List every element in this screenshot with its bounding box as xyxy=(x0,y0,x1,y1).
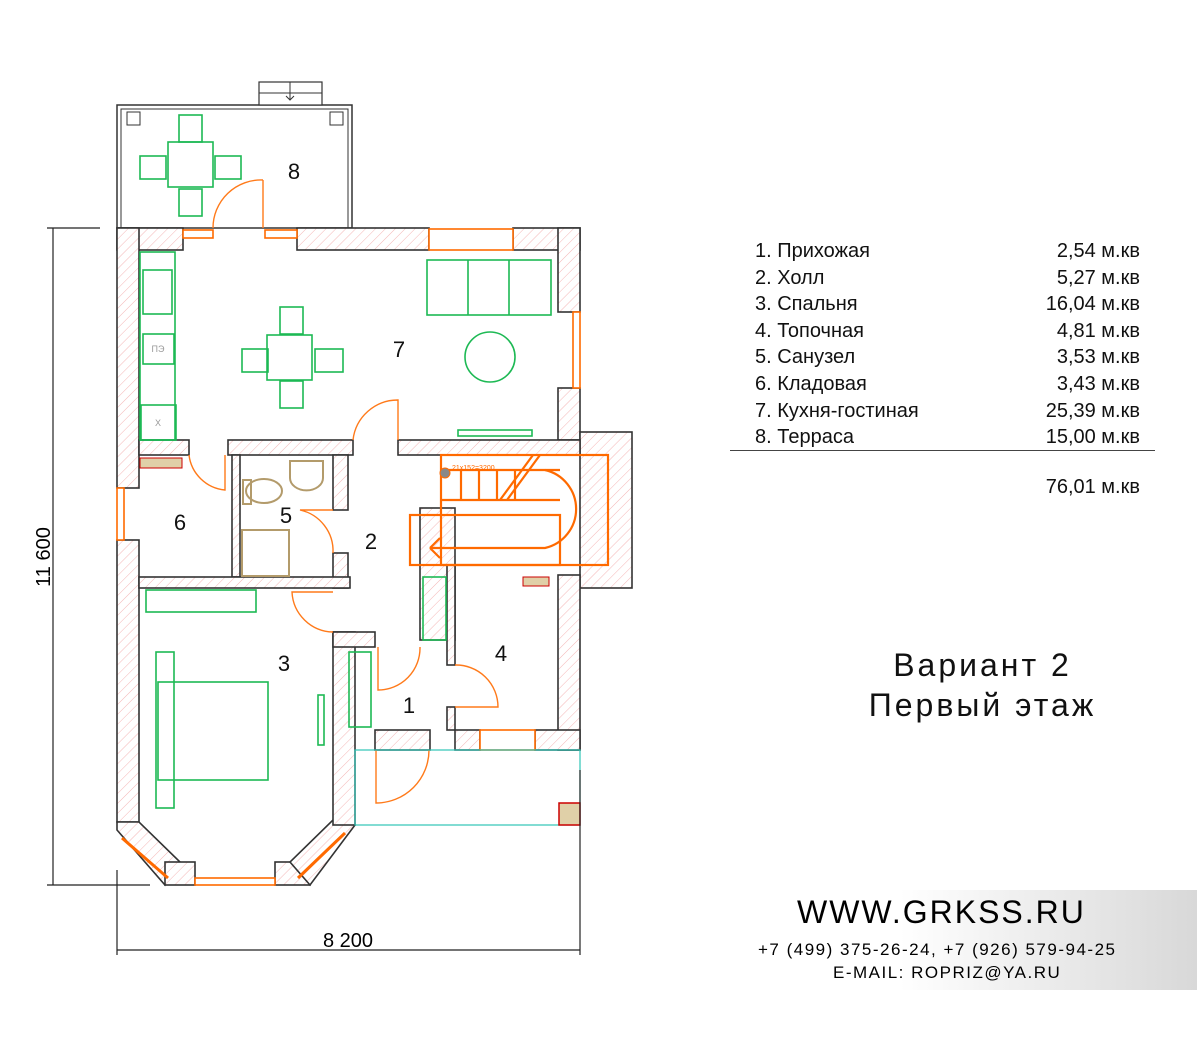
room-5-number: 5 xyxy=(280,503,292,528)
area-legend: 1. Прихожая 2,54 м.кв 2. Холл 5,27 м.кв 3.… xyxy=(730,238,1155,498)
stair-post xyxy=(439,467,451,479)
room-name: 3. Спальня xyxy=(755,293,858,316)
dimension-height: 11 600 xyxy=(33,227,150,886)
wardrobe xyxy=(145,589,257,613)
doors xyxy=(188,399,499,804)
fridge xyxy=(140,404,177,441)
room-8-number: 8 xyxy=(288,159,300,184)
coffee-table xyxy=(464,331,516,383)
divider xyxy=(730,450,1155,451)
washbasin xyxy=(289,460,324,492)
walls xyxy=(116,227,633,887)
height-dimension-label: 11 600 xyxy=(33,527,55,587)
legend-row: 3. Спальня 16,04 м.кв xyxy=(755,291,1140,318)
legend-row: 7. Кухня-гостиная 25,39 м.кв xyxy=(755,398,1140,425)
room-6-number: 6 xyxy=(174,510,186,535)
room-area: 4,81 м.кв xyxy=(1056,319,1140,342)
radiator xyxy=(522,576,550,587)
room-name: 7. Кухня-гостиная xyxy=(755,399,919,422)
room-7-number: 7 xyxy=(393,337,405,362)
legend-row: 6. Кладовая 3,43 м.кв xyxy=(755,371,1140,398)
room-name: 1. Прихожая xyxy=(755,240,870,262)
room-area: 15,00 м.кв xyxy=(1045,426,1140,449)
room-3-number: 3 xyxy=(278,651,290,676)
room-area: 5,27 м.кв xyxy=(1056,266,1140,289)
bed xyxy=(157,681,269,781)
room-name: 6. Кладовая xyxy=(755,372,867,395)
website-link[interactable]: WWW.GRKSS.RU xyxy=(797,894,1086,930)
arrow-left-icon xyxy=(429,537,441,559)
shower xyxy=(241,529,290,577)
stove-label: ПЭ xyxy=(152,344,165,354)
stair-label: 21x152=3200 xyxy=(452,465,495,472)
room-name: 8. Терраса xyxy=(755,426,854,449)
dimension-width: 8 200 xyxy=(116,770,581,955)
contact-block: WWW.GRKSS.RU +7 (499) 375-26-24, +7 (926… xyxy=(740,890,1197,990)
room-area: 25,39 м.кв xyxy=(1045,399,1140,422)
stove xyxy=(142,333,175,365)
bathroom-fixtures xyxy=(241,460,324,577)
room-area: 3,53 м.кв xyxy=(1056,346,1140,369)
legend-row: 1. Прихожая 2,54 м.кв xyxy=(755,238,1140,265)
windows xyxy=(116,228,581,886)
legend-row: 2. Холл 5,27 м.кв xyxy=(755,265,1140,292)
fridge-label: Х xyxy=(155,418,161,428)
width-dimension-label: 8 200 xyxy=(323,930,373,952)
room-area: 3,43 м.кв xyxy=(1056,372,1140,395)
room-name: 2. Холл xyxy=(755,266,825,289)
tv xyxy=(457,429,533,437)
legend-row: 8. Терраса 15,00 м.кв xyxy=(755,424,1140,451)
room-area: 2,54 м.кв xyxy=(1056,240,1140,262)
room-2-number: 2 xyxy=(365,529,377,554)
sofa xyxy=(426,259,552,316)
total-area: 76,01 м.кв xyxy=(1045,476,1140,498)
staircase: 21x152=3200 xyxy=(408,453,610,567)
variant-title: Вариант 2 xyxy=(893,647,1072,683)
room-name: 5. Санузел xyxy=(755,346,856,369)
kitchen-furniture: ПЭ Х xyxy=(139,251,552,441)
room-4-number: 4 xyxy=(495,641,507,666)
column xyxy=(558,802,581,826)
sink xyxy=(142,269,173,315)
terrace-table xyxy=(139,114,242,217)
room-name: 4. Топочная xyxy=(755,319,864,342)
legend-row: 5. Санузел 3,53 м.кв xyxy=(755,344,1140,371)
legend-row: 4. Топочная 4,81 м.кв xyxy=(755,318,1140,345)
hall-cabinet xyxy=(422,576,447,641)
phone-numbers: +7 (499) 375-26-24, +7 (926) 579-94-25 xyxy=(758,940,1117,959)
room-area: 16,04 м.кв xyxy=(1045,293,1140,316)
email-link[interactable]: E-MAIL: ROPRIZ@YA.RU xyxy=(833,963,1062,982)
room-1-number: 1 xyxy=(403,693,415,718)
porch xyxy=(354,749,581,826)
bedroom-furniture xyxy=(145,576,447,809)
floor-title: Первый этаж xyxy=(868,687,1097,723)
arrow-down-icon xyxy=(285,82,295,101)
radiator xyxy=(139,457,183,469)
terrace xyxy=(116,81,353,229)
hall-wardrobe xyxy=(348,651,372,728)
toilet xyxy=(245,478,283,504)
